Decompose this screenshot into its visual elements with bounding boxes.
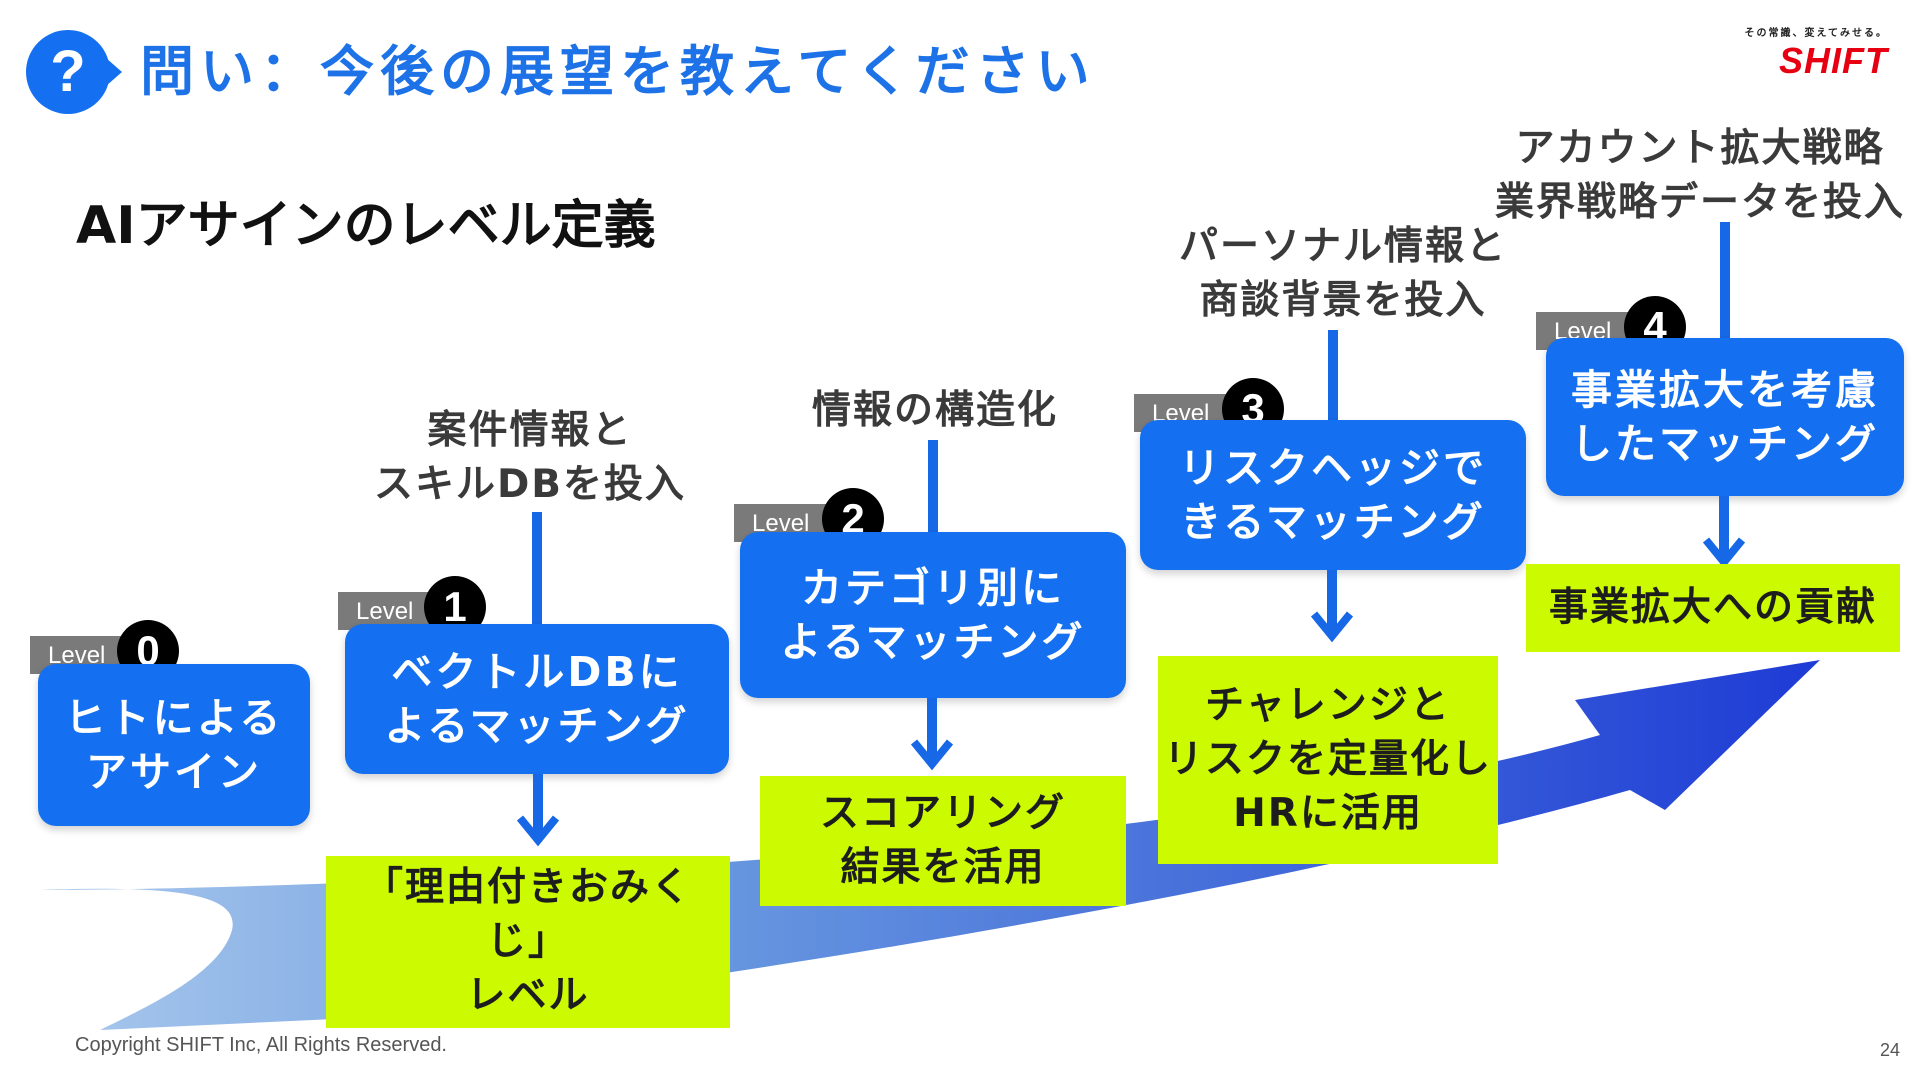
level-outcome-text-4: 事業拡大への貢献 [1548, 585, 1877, 630]
section-title: AIアサインのレベル定義 [76, 196, 656, 256]
input-arrow-line-1 [532, 512, 542, 626]
level-input-1: 案件情報と スキルDBを投入 [373, 408, 687, 507]
level-box-2: カテゴリ別に よるマッチング [740, 532, 1126, 698]
level-box-4: 事業拡大を考慮 したマッチング [1546, 338, 1904, 496]
level-title-0: ヒトによる アサイン [64, 694, 284, 796]
input-arrow-line-3 [1328, 330, 1338, 424]
level-outcome-3: チャレンジと リスクを定量化し HRに活用 [1158, 656, 1498, 864]
down-arrow-3 [1310, 570, 1354, 643]
down-arrow-4 [1702, 496, 1746, 569]
level-outcome-2: スコアリング 結果を活用 [760, 776, 1126, 906]
logo-tagline: その常識、変えてみせる。 [1744, 28, 1888, 39]
copyright-text: Copyright SHIFT Inc, All Rights Reserved… [75, 1034, 447, 1056]
level-box-3: リスクヘッジで きるマッチング [1140, 420, 1526, 570]
level-input-4: アカウント拡大戦略 業界戦略データを投入 [1494, 126, 1905, 225]
level-title-1: ベクトルDBに よるマッチング [384, 648, 690, 750]
level-title-2: カテゴリ別に よるマッチング [780, 564, 1086, 666]
logo-text: SHIFT [1779, 40, 1888, 81]
down-arrow-1 [516, 774, 560, 847]
level-title-3: リスクヘッジで きるマッチング [1179, 444, 1487, 546]
down-arrow-2 [910, 698, 954, 771]
level-outcome-text-2: スコアリング 結果を活用 [819, 791, 1066, 890]
question-icon: ? [26, 30, 122, 114]
level-outcome-text-1: 「理由付きおみくじ」 レベル [363, 865, 692, 1018]
input-arrow-line-4 [1720, 222, 1730, 340]
page-number: 24 [1879, 1040, 1900, 1060]
level-outcome-4: 事業拡大への貢献 [1526, 564, 1900, 652]
level-input-2: 情報の構造化 [811, 388, 1058, 433]
level-box-0: ヒトによる アサイン [38, 664, 310, 826]
shift-logo: その常識、変えてみせる。 SHIFT [1736, 22, 1896, 82]
level-outcome-1: 「理由付きおみくじ」 レベル [326, 856, 730, 1028]
level-box-1: ベクトルDBに よるマッチング [345, 624, 729, 774]
level-input-3: パーソナル情報と 商談背景を投入 [1178, 224, 1507, 323]
input-arrow-line-2 [928, 440, 938, 536]
page-title: 問い：今後の展望を教えてください [140, 40, 1096, 103]
level-outcome-text-3: チャレンジと リスクを定量化し HRに活用 [1163, 683, 1492, 836]
svg-text:?: ? [50, 39, 85, 104]
level-title-4: 事業拡大を考慮 したマッチング [1571, 366, 1879, 468]
